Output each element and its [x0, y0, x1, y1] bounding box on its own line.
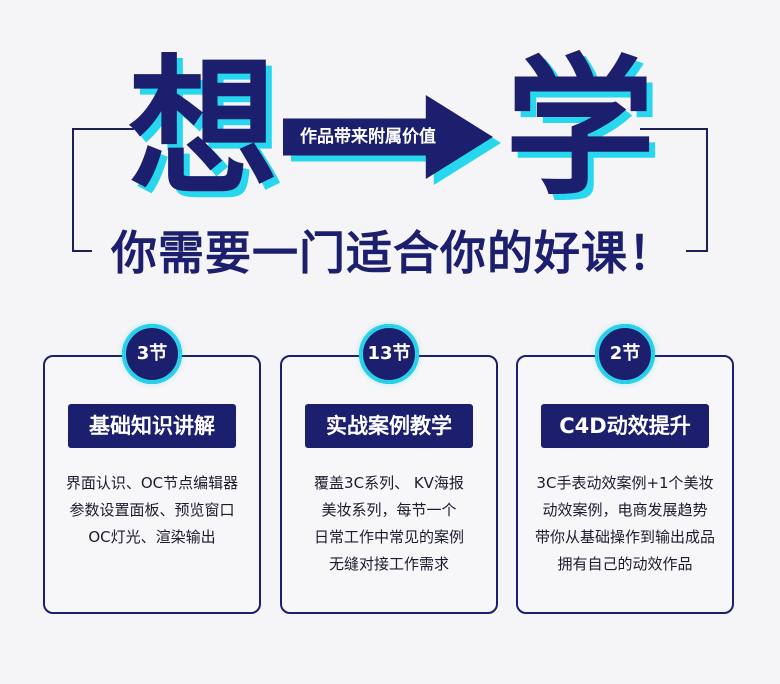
card-description: 3C手表动效案例+1个美妆 动效案例，电商发展趋势 带你从基础操作到输出成品 拥…: [524, 470, 726, 578]
card-line: 界面认识、OC节点编辑器: [65, 474, 239, 492]
frame-left-bottom-horizontal: [72, 250, 92, 252]
badge-text: 2节: [609, 343, 641, 364]
card-line: 覆盖3C系列、 KV海报: [314, 474, 464, 492]
lesson-count-badge: 2节: [595, 324, 655, 384]
lesson-count-badge: 3节: [122, 324, 182, 384]
hero-left-char: 想: [128, 42, 279, 216]
course-card-practice: 13节 实战案例教学 覆盖3C系列、 KV海报 美妆系列，每节一个 日常工作中常…: [280, 324, 498, 614]
lesson-count-badge: 13节: [359, 324, 419, 384]
course-card-motion: 2节 C4D动效提升 3C手表动效案例+1个美妆 动效案例，电商发展趋势 带你从…: [516, 324, 734, 614]
hero-arrow: 作品带来附属价值: [283, 95, 508, 185]
card-title: 基础知识讲解: [68, 404, 236, 448]
arrow-text: 作品带来附属价值: [300, 127, 436, 147]
badge-ring: [361, 326, 417, 382]
headline: 你需要一门适合你的好课！: [111, 226, 675, 280]
card-title: 实战案例教学: [305, 404, 473, 448]
card-line: OC灯光、渲染输出: [88, 528, 216, 546]
card-title: C4D动效提升: [541, 404, 709, 448]
badge-ring: [597, 326, 653, 382]
card-line: 拥有自己的动效作品: [557, 555, 693, 573]
card-line: 参数设置面板、预览窗口: [69, 501, 235, 519]
card-description: 界面认识、OC节点编辑器 参数设置面板、预览窗口 OC灯光、渲染输出: [51, 470, 253, 551]
frame-right-bottom-horizontal: [686, 250, 708, 252]
badge-text: 3节: [136, 343, 168, 364]
card-line: 无缝对接工作需求: [328, 555, 449, 573]
card-line: 3C手表动效案例+1个美妆: [536, 474, 714, 492]
frame-left-top-horizontal: [72, 128, 134, 130]
frame-right-vertical: [706, 128, 708, 252]
course-card-basics: 3节 基础知识讲解 界面认识、OC节点编辑器 参数设置面板、预览窗口 OC灯光、…: [43, 324, 261, 614]
frame-right-top-horizontal: [640, 128, 708, 130]
card-line: 动效案例，电商发展趋势: [542, 501, 708, 519]
hero-right-char: 学: [505, 42, 656, 216]
badge-text: 13节: [367, 343, 411, 364]
card-line: 日常工作中常见的案例: [313, 528, 464, 546]
card-description: 覆盖3C系列、 KV海报 美妆系列，每节一个 日常工作中常见的案例 无缝对接工作…: [288, 470, 490, 578]
card-line: 美妆系列，每节一个: [321, 501, 457, 519]
frame-left-vertical: [72, 128, 74, 252]
badge-ring: [124, 326, 180, 382]
card-line: 带你从基础操作到输出成品: [534, 528, 715, 546]
